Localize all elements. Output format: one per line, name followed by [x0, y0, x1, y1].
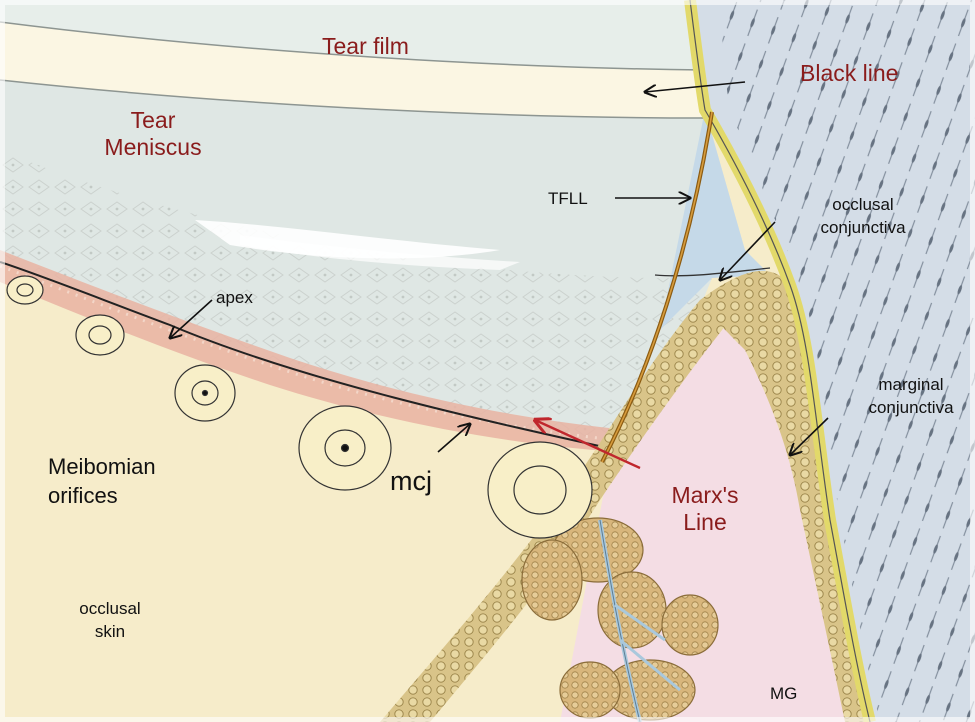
- label-meibomian-orifices-line2: orifices: [48, 481, 156, 510]
- label-occlusal-skin-line1: occlusal: [60, 597, 160, 620]
- label-tear-meniscus-line2: Meniscus: [98, 134, 208, 161]
- label-tear-film: Tear film: [322, 33, 409, 60]
- label-marxs-line-line2: Line: [650, 509, 760, 536]
- label-tear-meniscus: Tear Meniscus: [98, 107, 208, 161]
- label-marginal-conjunctiva-line1: marginal: [852, 373, 970, 396]
- label-occlusal-conjunctiva-line1: occlusal: [808, 193, 918, 216]
- label-marginal-conjunctiva: marginal conjunctiva: [852, 373, 970, 419]
- label-black-line: Black line: [800, 60, 898, 87]
- label-meibomian-orifices: Meibomian orifices: [48, 452, 156, 510]
- label-mg: MG: [770, 682, 797, 705]
- label-tear-meniscus-line1: Tear: [98, 107, 208, 134]
- label-marxs-line-line1: Marx's: [650, 482, 760, 509]
- label-meibomian-orifices-line1: Meibomian: [48, 452, 156, 481]
- label-tfll: TFLL: [548, 187, 588, 210]
- label-occlusal-conjunctiva: occlusal conjunctiva: [808, 193, 918, 239]
- label-marginal-conjunctiva-line2: conjunctiva: [852, 396, 970, 419]
- label-occlusal-skin: occlusal skin: [60, 597, 160, 643]
- label-apex: apex: [216, 286, 253, 309]
- label-marxs-line: Marx's Line: [650, 482, 760, 536]
- label-occlusal-skin-line2: skin: [60, 620, 160, 643]
- label-mcj: mcj: [390, 466, 432, 497]
- label-occlusal-conjunctiva-line2: conjunctiva: [808, 216, 918, 239]
